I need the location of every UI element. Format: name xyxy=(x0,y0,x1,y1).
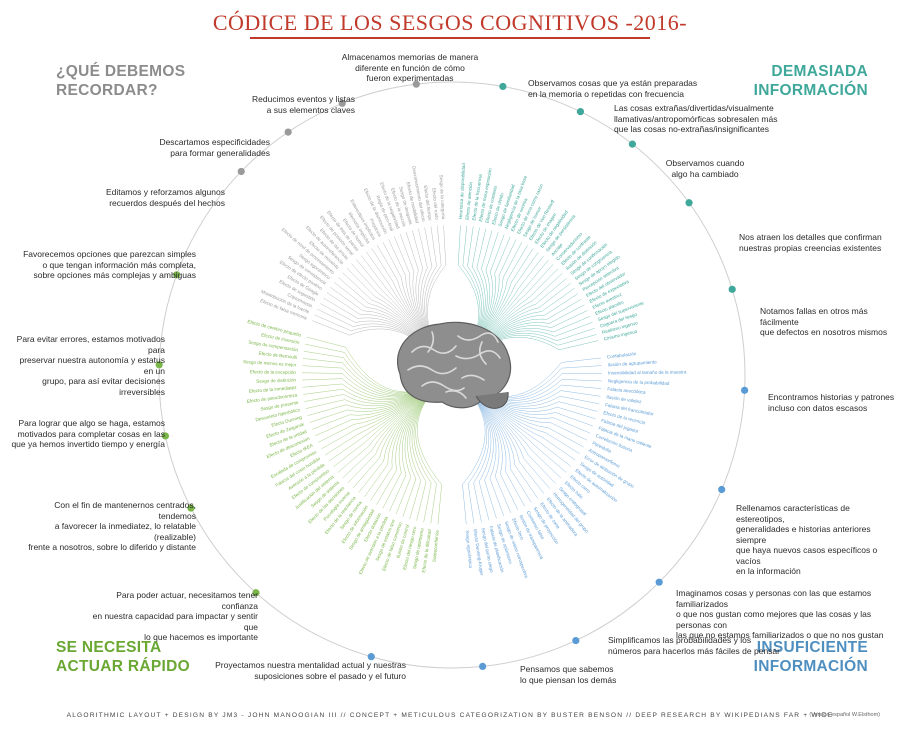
bias-label: Efecto de Bernoulli xyxy=(258,351,297,360)
annotation-dot xyxy=(338,99,346,107)
annotation-dot xyxy=(628,140,636,148)
annotation-notamos: Notamos fallas en otros más fácilmente q… xyxy=(760,306,888,337)
bias-label: Ilusión de validez xyxy=(606,394,642,404)
bias-label: Sesgo de la categoría xyxy=(439,174,447,219)
annotation-encontramos: Encontramos historias y patrones incluso… xyxy=(768,392,895,413)
annotation-dot xyxy=(284,128,292,136)
title-underline xyxy=(250,37,650,39)
bias-label: Efecto Dunning-Kruger xyxy=(473,529,485,576)
bias-label: Efecto de la inmediatez xyxy=(249,385,298,394)
annotation-imaginamos: Imaginamos cosas y personas con las que … xyxy=(676,588,884,640)
annotation-favorecemos: Favorecemos opciones que parezcan simple… xyxy=(23,249,196,280)
bias-label: Efecto de la dificultad xyxy=(421,529,432,573)
annotation-reducimos: Reducimos eventos y listas a sus element… xyxy=(252,94,355,115)
annotation-descartamos: Descartamos especificidades para formar … xyxy=(159,137,270,158)
annotation-dot xyxy=(499,82,507,91)
brain-fold xyxy=(457,332,499,343)
annotation-extranas: Las cosas extrañas/divertidas/visualment… xyxy=(614,103,778,134)
annotation-atraen: Nos atraen los detalles que confirman nu… xyxy=(739,232,882,253)
annotation-dot xyxy=(479,662,487,670)
bias-label: Efecto de pseudocerteza xyxy=(247,392,298,404)
annotation-dot xyxy=(740,386,749,394)
annotation-dot xyxy=(173,271,181,279)
brain-fold xyxy=(478,341,487,365)
quadrant-title-bottom-right: INSUFICIENTE INFORMACIÓN xyxy=(753,639,868,675)
bias-label: Efecto de la frecuencia xyxy=(471,173,483,220)
annotation-dot xyxy=(237,167,245,176)
annotation-rellenamos: Rellenamos características de estereotip… xyxy=(736,503,878,576)
outer-ring xyxy=(158,81,746,669)
annotation-dot xyxy=(718,485,726,494)
annotation-editamos: Editamos y reforzamos algunos recuerdos … xyxy=(105,187,225,208)
annotation-dot xyxy=(367,653,375,661)
annotation-dot xyxy=(412,80,420,88)
brain-shape xyxy=(397,321,512,409)
page-title: CÓDICE DE LOS SESGOS COGNITIVOS -2016- xyxy=(212,10,688,35)
brain-fold xyxy=(461,374,485,381)
credits-footer: ALGORITHMIC LAYOUT + DESIGN BY JM3 - JOH… xyxy=(66,712,834,719)
brain-cerebellum xyxy=(475,391,509,409)
annotation-dot xyxy=(655,578,663,586)
quadrant-title-bottom-left: SE NECESITA ACTUAR RÁPIDO xyxy=(56,639,190,675)
bias-label: Sesgo de menos es mejor xyxy=(243,359,297,367)
annotation-preparadas: Observamos cosas que ya están preparadas… xyxy=(528,78,698,99)
annotation-dot xyxy=(685,199,693,207)
bias-label: Insensibilidad al tamaño de la muestra xyxy=(608,370,687,376)
bias-label: Confabulación xyxy=(607,351,637,359)
annotation-pensamos: Pensamos que sabemos lo que piensan los … xyxy=(520,664,617,685)
annotation-centrados: Con el fin de mantenernos centrados, ten… xyxy=(28,500,196,552)
bias-label: Efecto del ruido xyxy=(431,188,439,221)
annotation-proyectamos: Proyectamos nuestra mentalidad actual y … xyxy=(215,660,406,681)
bias-label: Ilusión de agrupamiento xyxy=(608,359,658,367)
annotation-dot xyxy=(155,361,163,369)
bias-label: Sesgo de distinción xyxy=(256,377,296,383)
annotation-dot xyxy=(572,636,580,645)
annotation-dot xyxy=(728,285,736,293)
bias-label: Sesgo egocéntrico xyxy=(465,530,474,569)
bias-label: Efecto de la excepción xyxy=(250,369,297,375)
version-note: (Versión español W.Elsthom) xyxy=(809,712,880,718)
brain-fold xyxy=(407,365,457,375)
bias-label: Negligencia de la probabilidad xyxy=(608,378,670,385)
brain-fold xyxy=(427,331,435,353)
annotation-confianza: Para poder actuar, necesitamos tener con… xyxy=(92,590,258,642)
annotation-lograr: Para lograr que algo se haga, estamos mo… xyxy=(11,418,165,449)
annotation-simplificamos: Simplificamos las probabilidades y los n… xyxy=(608,635,780,656)
annotation-evitar: Para evitar errores, estamos motivados p… xyxy=(16,334,165,397)
annotation-almacenamos: Almacenamos memorias de manera diferente… xyxy=(341,52,479,83)
bias-label: Efecto del tiempo xyxy=(423,185,433,221)
annotation-dot xyxy=(161,432,170,440)
brain-fold xyxy=(411,345,457,354)
annotation-dot xyxy=(187,504,195,512)
annotation-dot xyxy=(252,589,260,597)
bias-label: Sesgo de presente xyxy=(260,400,299,412)
brain-icon xyxy=(397,321,512,409)
quadrant-title-top-left: ¿QUÉ DEBEMOS RECORDAR? xyxy=(56,63,186,99)
bias-label: Falacia anecdótica xyxy=(607,386,646,395)
bias-label: Sobreconfianza xyxy=(432,530,440,563)
brain-fold xyxy=(421,381,465,392)
bias-label: Efecto de atención xyxy=(465,181,474,220)
quadrant-title-top-right: DEMASIADA INFORMACIÓN xyxy=(753,63,868,99)
annotation-dot xyxy=(576,108,585,116)
brain-fold xyxy=(445,390,467,399)
bias-label: Heurística de disponibilidad xyxy=(458,163,466,220)
annotation-cambiado: Observamos cuando algo ha cambiado xyxy=(665,158,745,179)
